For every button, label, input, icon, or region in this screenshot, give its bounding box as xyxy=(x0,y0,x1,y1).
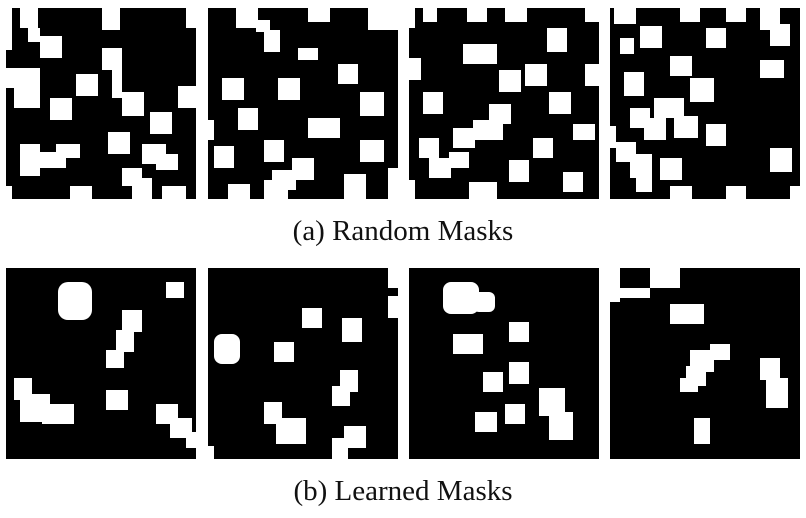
learned-masks-row xyxy=(0,268,806,459)
random-mask-2 xyxy=(208,8,398,199)
learned-mask-1 xyxy=(6,268,196,459)
random-masks-row xyxy=(0,8,806,199)
caption-random-masks: (a) Random Masks xyxy=(292,215,514,247)
random-mask-4 xyxy=(610,8,800,199)
learned-mask-3 xyxy=(409,268,599,459)
learned-mask-4 xyxy=(610,268,800,459)
random-mask-1 xyxy=(6,8,196,199)
learned-mask-2 xyxy=(208,268,398,459)
random-mask-3 xyxy=(409,8,599,199)
caption-learned-masks: (b) Learned Masks xyxy=(293,475,513,507)
